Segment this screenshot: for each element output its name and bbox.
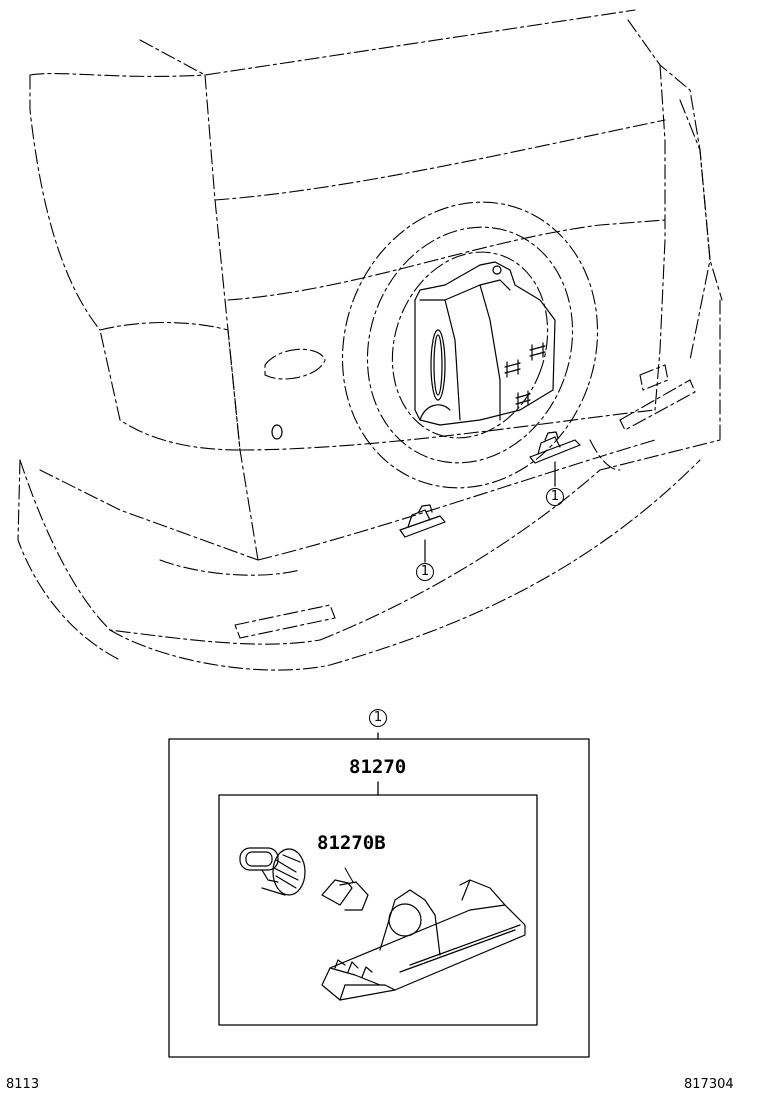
callout-marker-detail: 1 (369, 709, 387, 727)
callout-marker-left: 1 (416, 563, 434, 581)
lamp-housing-part (321, 879, 526, 1001)
license-lamp-left (399, 504, 446, 563)
spare-tire-carrier (271, 261, 556, 440)
detail-box-outer (168, 738, 590, 1058)
footer-right-code: 817304 (684, 1077, 734, 1092)
callout-marker-right: 1 (546, 488, 564, 506)
bulb-part-number: 81270B (317, 832, 386, 854)
assembly-part-number: 81270 (349, 756, 407, 778)
wedge-bulb-part (321, 867, 369, 911)
license-lamp-right (529, 431, 581, 487)
vehicle-body-phantom (17, 9, 723, 671)
detail-box-inner (218, 794, 538, 1026)
lamp-socket-part (239, 847, 306, 896)
footer-left-code: 8113 (6, 1077, 40, 1092)
